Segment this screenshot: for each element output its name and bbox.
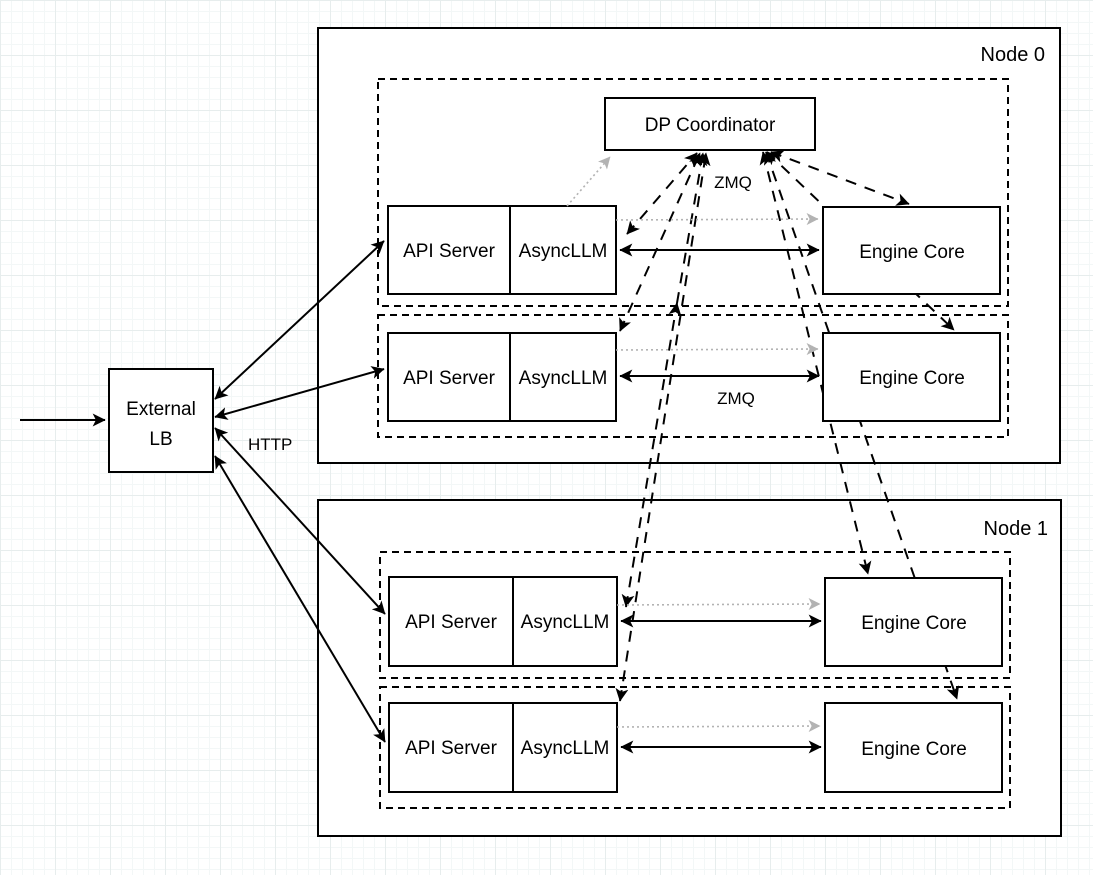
engine-core-box-2 [824, 577, 1003, 667]
api-server-label-3: API Server [405, 738, 498, 759]
engine-core-box-3 [824, 702, 1003, 793]
engine-core-label-3: Engine Core [861, 739, 967, 760]
node0-replica0-group [377, 78, 1009, 307]
asyncllm-label-0: AsyncLLM [519, 241, 608, 262]
api-server-label-0: API Server [403, 241, 496, 262]
engine-core-box-1 [822, 332, 1001, 422]
engine-core-box-0 [822, 206, 1001, 295]
zmq-coordinator-edge-label: ZMQ [714, 173, 752, 192]
asyncllm3-engine3-dotted-arrow [616, 720, 821, 733]
external-lb-box [108, 368, 214, 473]
external-lb-label-line2: LB [149, 429, 172, 450]
http-edge-label: HTTP [248, 435, 292, 454]
api-server-label-2: API Server [405, 612, 498, 633]
engine-core-label-2: Engine Core [861, 613, 967, 634]
dp-coordinator-box [604, 97, 816, 151]
asyncllm0-coordinator-dotted-arrow [566, 156, 611, 207]
asyncllm-label-1: AsyncLLM [519, 368, 608, 389]
engine-core-label-0: Engine Core [859, 242, 965, 263]
engine-core-label-1: Engine Core [859, 368, 965, 389]
api-asyncllm-box-2 [388, 576, 618, 667]
external-lb-label-line1: External [126, 399, 196, 420]
asyncllm2-engine2-dotted-arrow [616, 598, 821, 611]
api-asyncllm-box-3 [388, 702, 618, 793]
asyncllm0-engine0-dotted-arrow [615, 213, 819, 226]
lb-api3-arrow [214, 455, 386, 743]
asyncllm-label-3: AsyncLLM [521, 738, 610, 759]
node0-label: Node 0 [981, 44, 1046, 66]
lb-api1-arrow [214, 366, 385, 420]
api-server-label-1: API Server [403, 368, 496, 389]
zmq-engine-edge-label: ZMQ [717, 389, 755, 408]
dp-coordinator-label: DP Coordinator [645, 115, 776, 136]
node1-label: Node 1 [984, 518, 1049, 540]
asyncllm-label-2: AsyncLLM [521, 612, 610, 633]
api-asyncllm-box-0 [387, 205, 617, 295]
api-asyncllm-box-1 [387, 332, 617, 422]
asyncllm1-engine1-dotted-arrow [615, 343, 819, 356]
